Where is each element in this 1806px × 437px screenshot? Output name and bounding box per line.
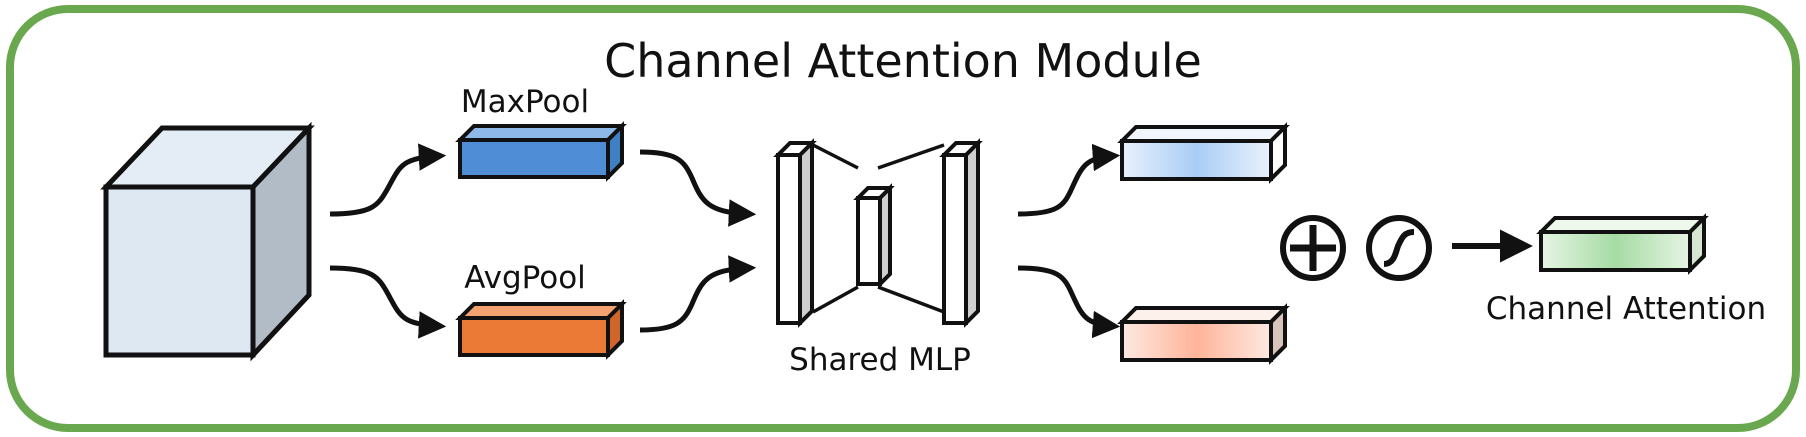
channel-attention-vector	[1536, 213, 1709, 275]
element-wise-sum-icon	[1280, 215, 1346, 281]
mlp-output-vector-avgpool	[1117, 303, 1290, 365]
maxpool-label: MaxPool	[461, 84, 589, 120]
avgpool-label: AvgPool	[464, 260, 586, 296]
mlp-input-layer	[773, 138, 817, 328]
arrow-mlp-to-bottom-output	[1017, 265, 1121, 339]
sigmoid-icon	[1366, 215, 1432, 281]
channel-attention-label: Channel Attention	[1486, 291, 1766, 327]
shared-mlp	[773, 138, 983, 328]
avgpool-vector	[455, 299, 627, 360]
arrow-mlp-to-top-output	[1017, 143, 1121, 217]
maxpool-vector	[455, 121, 627, 182]
arrow-input-to-avgpool	[329, 265, 447, 339]
module-title: Channel Attention Module	[604, 34, 1202, 88]
mlp-hidden-layer	[853, 183, 895, 289]
module-frame	[6, 5, 1800, 432]
mlp-output-layer	[939, 138, 983, 328]
arrow-maxpool-to-mlp	[639, 149, 757, 227]
input-feature-cube	[100, 121, 315, 362]
arrow-input-to-maxpool	[329, 143, 447, 217]
shared-mlp-label: Shared MLP	[789, 342, 971, 378]
mlp-output-vector-maxpool	[1117, 122, 1290, 184]
arrow-avgpool-to-mlp	[639, 255, 757, 333]
